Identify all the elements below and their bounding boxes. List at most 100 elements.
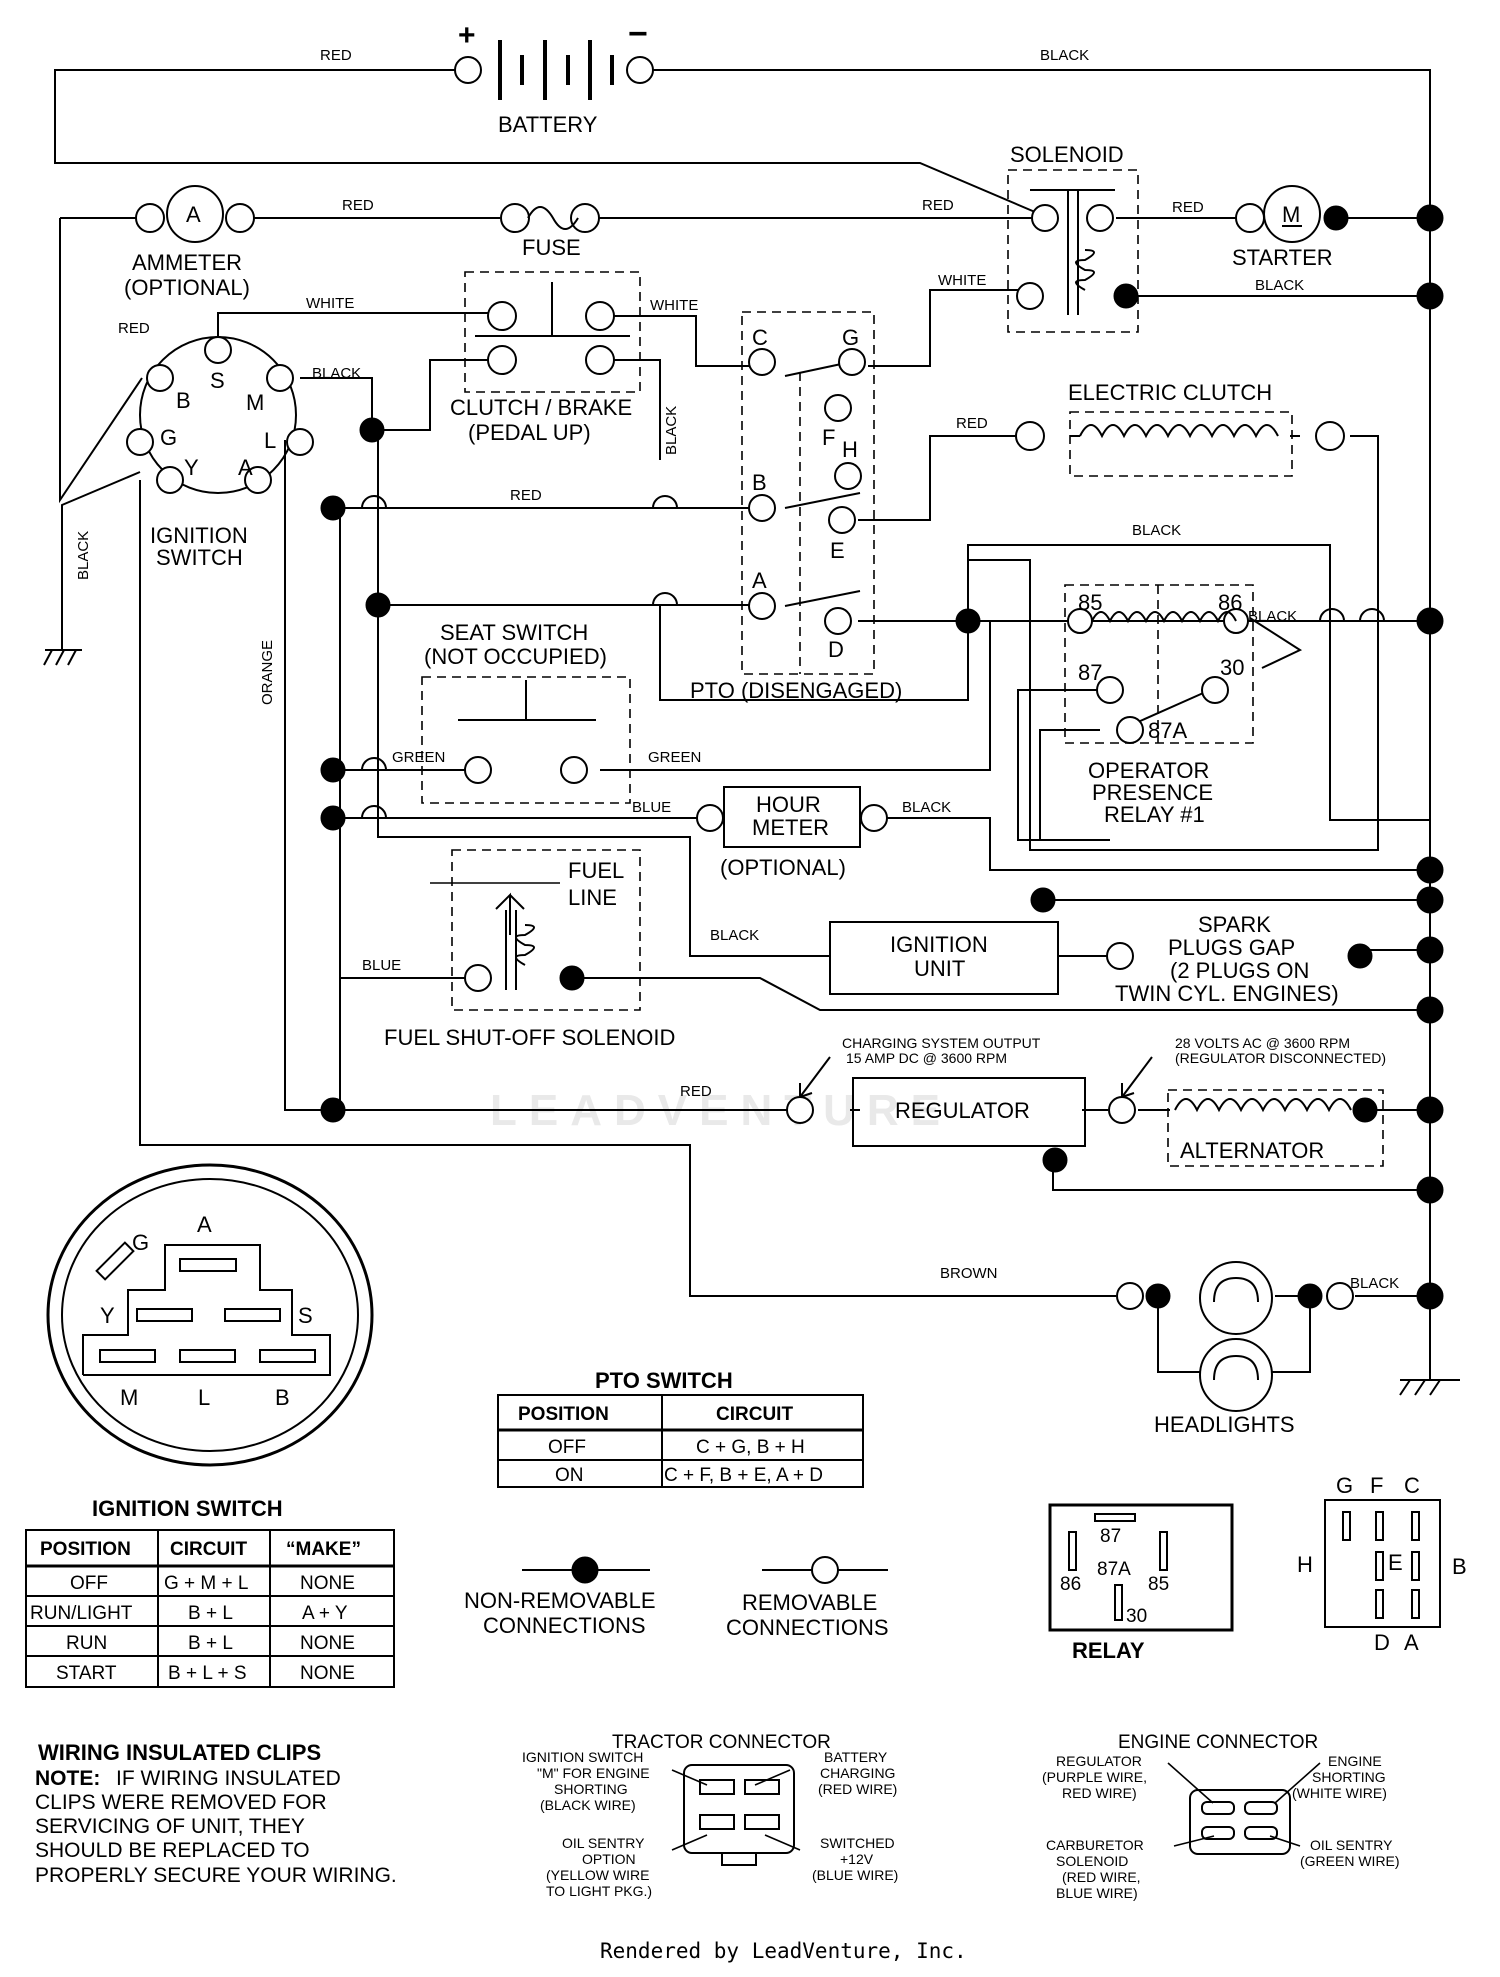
svg-text:C + F, B + E, A + D: C + F, B + E, A + D [664, 1465, 823, 1486]
pto-pinout: G F C H E B D A [1297, 1473, 1467, 1655]
svg-text:G + M + L: G + M + L [164, 1573, 248, 1594]
svg-text:BLACK: BLACK [312, 365, 361, 382]
svg-text:BLACK: BLACK [1248, 608, 1297, 625]
svg-text:F: F [1370, 1473, 1383, 1498]
svg-text:(GREEN WIRE): (GREEN WIRE) [1300, 1853, 1400, 1869]
svg-text:WHITE: WHITE [650, 297, 698, 314]
svg-text:REGULATOR: REGULATOR [1056, 1753, 1142, 1769]
svg-text:CLIPS WERE REMOVED FOR: CLIPS WERE REMOVED FOR [35, 1791, 327, 1814]
electric-clutch: ELECTRIC CLUTCH [1015, 380, 1345, 477]
svg-text:A: A [186, 202, 201, 227]
svg-text:G: G [1336, 1473, 1353, 1498]
svg-text:BROWN: BROWN [940, 1265, 998, 1282]
wires [54, 69, 1431, 1380]
svg-text:CHARGING: CHARGING [820, 1765, 895, 1781]
spark-plugs: SPARK PLUGS GAP (2 PLUGS ON TWIN CYL. EN… [1115, 912, 1373, 1006]
svg-text:M: M [1282, 202, 1300, 227]
svg-text:86: 86 [1218, 590, 1242, 615]
pto-label: PTO (DISENGAGED) [690, 678, 902, 703]
svg-text:F: F [822, 425, 835, 450]
svg-text:RED: RED [342, 197, 374, 214]
svg-text:START: START [56, 1663, 117, 1684]
svg-text:G: G [160, 425, 177, 450]
regulator: CHARGING SYSTEM OUTPUT 15 AMP DC @ 3600 … [786, 1035, 1386, 1173]
svg-text:RED: RED [956, 415, 988, 432]
svg-text:BLACK: BLACK [663, 406, 680, 455]
svg-text:NOTE:: NOTE: [35, 1767, 100, 1790]
svg-text:Y: Y [184, 455, 199, 480]
svg-text:+12V: +12V [840, 1851, 874, 1867]
svg-text:OIL SENTRY: OIL SENTRY [562, 1835, 645, 1851]
svg-text:BLACK: BLACK [902, 799, 951, 816]
svg-text:SWITCH: SWITCH [156, 545, 243, 570]
svg-text:NONE: NONE [300, 1663, 355, 1684]
svg-text:BLACK: BLACK [1040, 47, 1089, 64]
svg-text:30: 30 [1126, 1606, 1147, 1627]
svg-text:B + L: B + L [188, 1633, 233, 1654]
svg-text:ENGINE: ENGINE [1328, 1753, 1382, 1769]
svg-text:RED: RED [1172, 199, 1204, 216]
ignition-unit: IGNITION UNIT [829, 921, 1134, 995]
svg-text:BLUE: BLUE [632, 799, 671, 816]
svg-text:IF WIRING INSULATED: IF WIRING INSULATED [116, 1767, 341, 1790]
svg-text:RED: RED [922, 197, 954, 214]
svg-text:IGNITION SWITCH: IGNITION SWITCH [92, 1496, 283, 1521]
svg-text:15 AMP DC @ 3600 RPM: 15 AMP DC @ 3600 RPM [846, 1050, 1007, 1066]
svg-text:LINE: LINE [568, 885, 617, 910]
svg-text:B: B [275, 1385, 290, 1410]
svg-text:L: L [198, 1385, 210, 1410]
svg-text:RUN: RUN [66, 1633, 107, 1654]
ignition-switch-face: G A Y S M L B [46, 1163, 374, 1467]
svg-text:TWIN CYL. ENGINES): TWIN CYL. ENGINES) [1115, 981, 1339, 1006]
svg-text:(PURPLE WIRE,: (PURPLE WIRE, [1042, 1769, 1147, 1785]
svg-text:BLACK: BLACK [710, 927, 759, 944]
svg-text:87A: 87A [1148, 718, 1187, 743]
ammeter-note: (OPTIONAL) [124, 275, 250, 300]
svg-text:M: M [246, 390, 264, 415]
fuse-label: FUSE [522, 235, 581, 260]
svg-text:IGNITION: IGNITION [890, 932, 988, 957]
svg-text:B: B [176, 388, 191, 413]
ammeter-label: AMMETER [132, 250, 242, 275]
svg-text:RED: RED [510, 487, 542, 504]
svg-text:87: 87 [1100, 1526, 1121, 1547]
svg-text:87: 87 [1078, 660, 1102, 685]
svg-text:ORANGE: ORANGE [259, 640, 276, 705]
regulator-label: REGULATOR [895, 1098, 1030, 1123]
svg-text:BLACK: BLACK [1132, 522, 1181, 539]
svg-text:METER: METER [752, 815, 829, 840]
svg-text:85: 85 [1148, 1574, 1169, 1595]
hour-meter: HOUR METER (OPTIONAL) [696, 786, 888, 880]
svg-text:WHITE: WHITE [306, 295, 354, 312]
svg-text:A: A [197, 1212, 212, 1237]
svg-text:B + L: B + L [188, 1603, 233, 1624]
svg-text:PRESENCE: PRESENCE [1092, 780, 1213, 805]
svg-text:RED: RED [320, 47, 352, 64]
svg-text:NONE: NONE [300, 1573, 355, 1594]
clutch-brake-label: CLUTCH / BRAKE [450, 395, 632, 420]
svg-text:“MAKE”: “MAKE” [286, 1539, 361, 1560]
svg-text:"M" FOR ENGINE: "M" FOR ENGINE [537, 1765, 650, 1781]
starter: M STARTER [1232, 185, 1349, 270]
svg-text:(REGULATOR DISCONNECTED): (REGULATOR DISCONNECTED) [1175, 1050, 1386, 1066]
svg-text:RED: RED [118, 320, 150, 337]
svg-text:SPARK: SPARK [1198, 912, 1271, 937]
svg-text:NONE: NONE [300, 1633, 355, 1654]
battery-plus: + [458, 19, 476, 52]
svg-text:A: A [752, 568, 767, 593]
svg-text:(RED WIRE): (RED WIRE) [818, 1781, 897, 1797]
svg-text:WIRING INSULATED CLIPS: WIRING INSULATED CLIPS [38, 1740, 321, 1765]
ignition-switch-device: S B M G L Y A IGNITION SWITCH [126, 336, 314, 570]
svg-text:RELAY: RELAY [1072, 1638, 1145, 1663]
svg-text:OFF: OFF [70, 1573, 108, 1594]
svg-text:POSITION: POSITION [40, 1539, 131, 1560]
svg-text:A: A [238, 455, 253, 480]
svg-text:BLACK: BLACK [75, 531, 92, 580]
svg-text:CARBURETOR: CARBURETOR [1046, 1837, 1144, 1853]
pto-switch: C G F H B E A D PTO (DISENGAGED) [690, 311, 902, 703]
svg-text:HOUR: HOUR [756, 792, 821, 817]
svg-text:BLACK: BLACK [1350, 1275, 1399, 1292]
svg-text:E: E [830, 538, 845, 563]
svg-text:S: S [210, 368, 225, 393]
svg-text:C + G, B + H: C + G, B + H [696, 1437, 805, 1458]
